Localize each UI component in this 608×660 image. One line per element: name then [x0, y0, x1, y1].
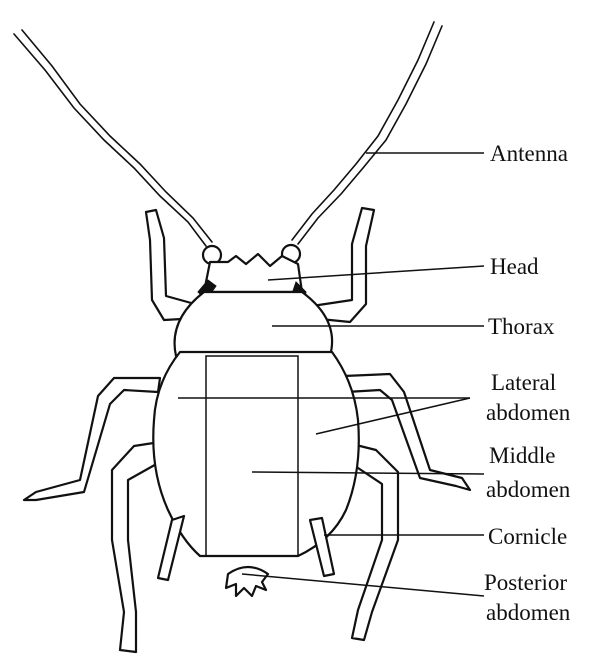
label-lateral-line1: Lateral [491, 370, 556, 395]
label-posterior-line1: Posterior [484, 570, 567, 595]
label-antenna: Antenna [490, 141, 568, 166]
label-lateral-line2: abdomen [486, 400, 571, 425]
label-cornicle: Cornicle [488, 524, 567, 549]
label-middle-line2: abdomen [486, 477, 571, 502]
label-posterior-line2: abdomen [486, 600, 571, 625]
mid-left-leg [24, 378, 160, 500]
head-leader [268, 266, 484, 280]
label-middle-line1: Middle [489, 443, 555, 468]
front-right-leg [310, 208, 374, 322]
label-head: Head [490, 254, 539, 279]
antennae [14, 22, 442, 264]
abdomen [153, 352, 359, 556]
left-antenna [14, 34, 206, 246]
left-antenna-edge [22, 30, 212, 242]
hind-left-leg [112, 442, 160, 652]
label-thorax: Thorax [488, 314, 555, 339]
thorax [175, 292, 333, 356]
labels: Antenna Head Thorax Lateral abdomen Midd… [484, 141, 571, 625]
left-cornicle [158, 516, 184, 580]
cauda [226, 567, 268, 596]
